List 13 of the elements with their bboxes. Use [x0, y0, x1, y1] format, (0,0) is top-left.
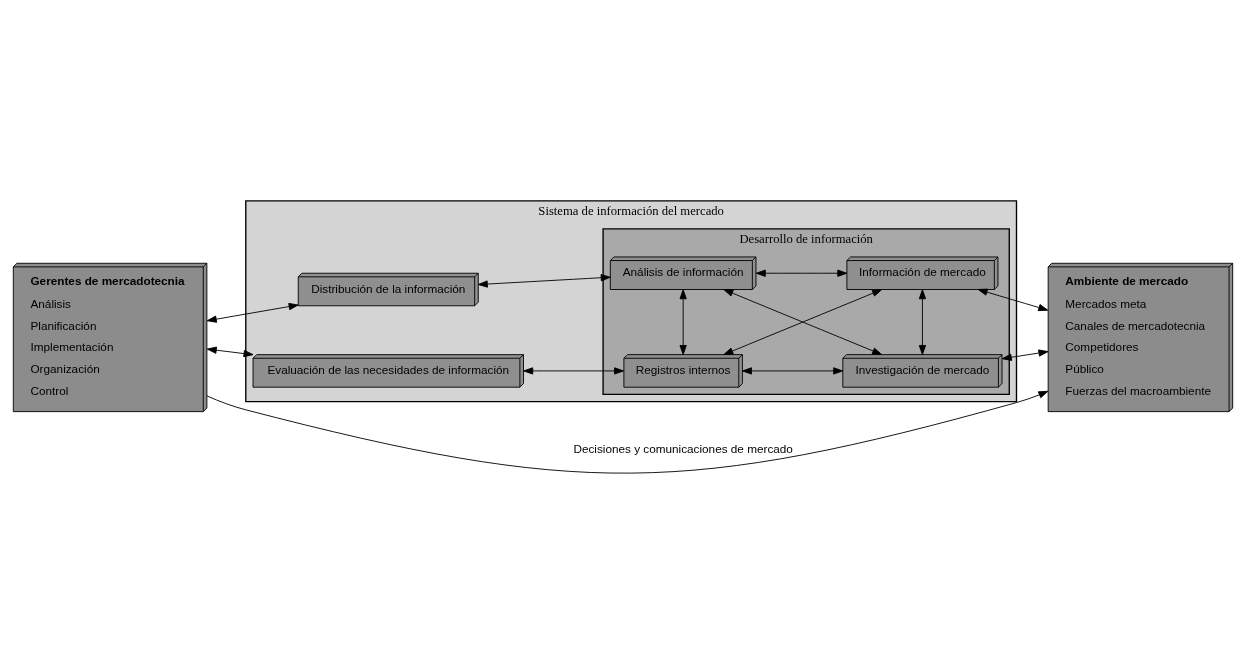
arrow — [206, 346, 254, 358]
arrow — [206, 302, 299, 323]
arrow — [918, 289, 927, 355]
arrow — [523, 367, 624, 375]
edge-label: Decisiones y comunicaciones de mercado — [573, 441, 793, 455]
arrow — [206, 390, 1049, 474]
arrow — [723, 289, 883, 355]
arrow — [1001, 349, 1049, 361]
arrow — [679, 289, 687, 355]
arrow — [477, 274, 611, 288]
arrow — [742, 367, 844, 375]
arrow — [977, 288, 1049, 312]
arrow — [755, 269, 848, 277]
